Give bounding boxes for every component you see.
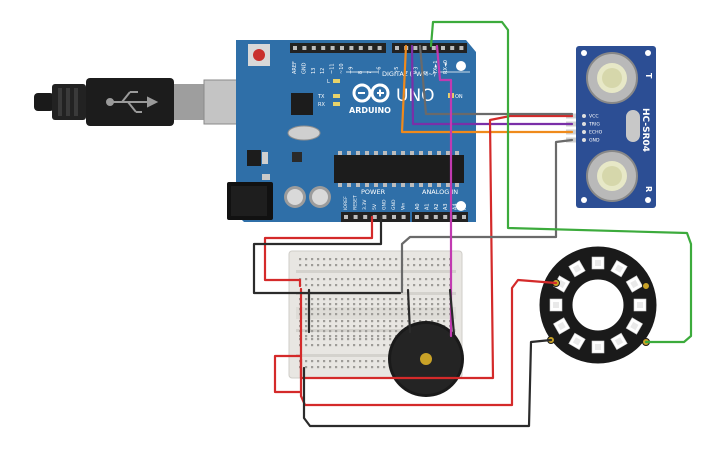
on-label: ON — [455, 94, 463, 100]
wire-purple-trig — [410, 44, 574, 126]
analog-pin-label: A3 — [443, 203, 449, 210]
analog-pin-label: A2 — [434, 203, 440, 210]
crystal — [287, 125, 321, 141]
usb-icon — [106, 91, 159, 113]
digital-pin-label: 13 — [311, 68, 317, 74]
digital-header — [290, 43, 467, 53]
power-label: POWER — [361, 188, 386, 196]
capacitors — [284, 186, 331, 208]
sensor-name: HC-SR04 — [640, 108, 650, 152]
digital-pin-label: RX◄0 — [443, 60, 449, 74]
digital-pin-label: AREF — [292, 61, 298, 74]
l-label: L — [327, 79, 330, 85]
piezo-buzzer — [388, 321, 464, 397]
wire-gray-gnd — [400, 138, 574, 294]
power-header — [341, 212, 468, 222]
tx-label: TX — [317, 94, 325, 100]
wire-magenta-buzzer — [435, 44, 453, 338]
power-pin-label: IOREF — [343, 196, 349, 210]
wire-orange-echo — [400, 44, 574, 134]
analog-pin-label: A1 — [424, 203, 430, 210]
hc-sr04-sensor: HC-SR04 T R VCC TRIG ECHO GND — [566, 46, 656, 208]
digital-pin-label: 7 — [367, 71, 373, 74]
wires — [252, 20, 693, 428]
digital-pin-label: ~3 — [414, 67, 420, 74]
wire-gray-gnd-2 — [418, 44, 574, 116]
digital-pin-label: 8 — [358, 71, 364, 74]
buzzer-center — [420, 353, 432, 365]
analog-pin-label: A4 — [453, 203, 459, 210]
wire-red-lower — [273, 354, 302, 394]
wire-red-5v — [263, 215, 374, 288]
wire-black-bb-3 — [448, 288, 456, 336]
digital-pin-label: GND — [301, 62, 307, 74]
transducer-top — [586, 52, 638, 104]
power-pin-label: RESET — [353, 195, 359, 210]
neopixel-ring — [539, 246, 657, 364]
analog-pin-label: A5 — [462, 203, 468, 210]
uno-model: UNO — [396, 86, 435, 106]
usb-cable — [34, 78, 239, 126]
digital-pin-label: 4 — [404, 71, 410, 74]
sensor-pin-label: ECHO — [589, 130, 603, 136]
wire-green-data — [429, 20, 693, 344]
wire-red-ring-power — [299, 278, 558, 407]
power-pin-label: GND — [391, 199, 397, 210]
rx-label: RX — [318, 102, 325, 108]
sensor-pin-label: TRIG — [588, 122, 600, 128]
wire-black-ring-gnd — [302, 338, 553, 428]
arduino-brand: ARDUINO — [349, 106, 391, 115]
sensor-pin-label: VCC — [589, 114, 599, 120]
analog-pin-label: A0 — [415, 203, 421, 210]
wire-black-bb-2 — [406, 288, 412, 334]
sensor-letter-t: T — [644, 73, 653, 79]
sensor-letter-r: R — [644, 186, 653, 192]
wire-black-gnd — [252, 215, 402, 295]
power-pin-label: 5V — [372, 203, 378, 210]
usb-chip — [291, 93, 313, 115]
power-pin-label: 3.3V — [362, 199, 368, 210]
power-pin-label: Vin — [401, 203, 407, 210]
digital-pin-label: 2 — [423, 71, 429, 74]
microcontroller-chip — [334, 151, 464, 187]
digital-pin-label: 12 — [320, 68, 326, 74]
analog-label: ANALOG IN — [422, 188, 458, 196]
digital-pin-label: ~11 — [330, 63, 336, 74]
digital-pin-label: TX►1 — [433, 60, 439, 75]
transducer-bottom — [586, 150, 638, 202]
digital-pin-label: ~6 — [377, 67, 383, 74]
digital-pin-label: ~10 — [339, 63, 345, 74]
digital-label: DIGITAL (PWM~) — [382, 70, 436, 78]
digital-pin-label: ~5 — [394, 67, 400, 74]
power-pin-label: GND — [381, 199, 387, 210]
digital-pin-label: ~9 — [348, 67, 354, 74]
sensor-pin-label: GND — [589, 138, 600, 144]
arduino-logo — [352, 83, 390, 103]
